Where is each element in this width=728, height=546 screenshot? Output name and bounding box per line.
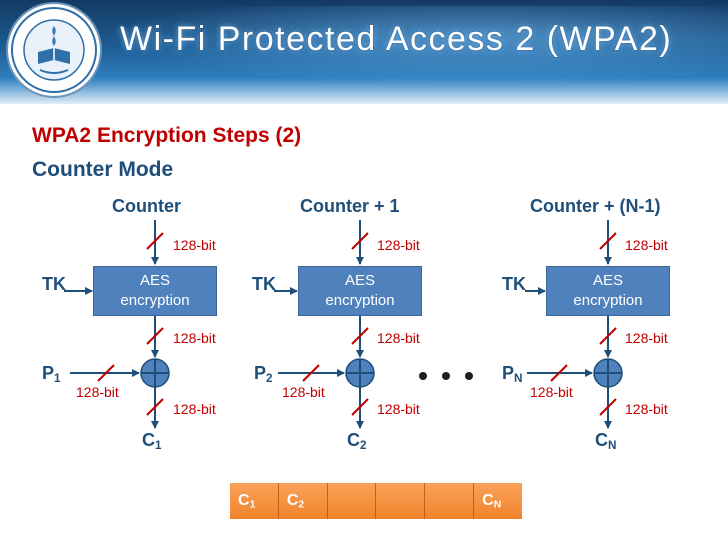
- counter-label: Counter: [112, 196, 181, 216]
- cell-letter: C: [482, 492, 494, 509]
- bit-slash: [146, 398, 164, 416]
- cell-letter: C: [286, 492, 299, 509]
- ellipsis-dots-icon: [419, 372, 473, 380]
- aes-line2: encryption: [120, 292, 190, 309]
- bit-label: 128-bit: [76, 384, 119, 400]
- cell-index: 1: [249, 499, 256, 511]
- bit-slash: [351, 232, 369, 250]
- counter-label: Counter + 1: [300, 196, 400, 216]
- ciphertext-cell: [425, 483, 475, 519]
- ctr-block-1: [64, 220, 170, 429]
- ciphertext-index: 2: [360, 438, 367, 452]
- bit-slash: [351, 398, 369, 416]
- plaintext-label: PN: [502, 363, 522, 385]
- ciphertext-cell: [376, 483, 426, 519]
- ciphertext-index: N: [608, 438, 617, 452]
- bit-slash: [97, 364, 115, 382]
- ciphertext-label: C1: [142, 430, 162, 452]
- cell-index: N: [493, 499, 502, 511]
- plaintext-index: 1: [54, 371, 61, 385]
- ctr-block-n: [525, 220, 623, 429]
- bit-label: 128-bit: [625, 401, 668, 417]
- university-seal-logo: [6, 2, 102, 98]
- ciphertext-cell: CN: [474, 483, 522, 519]
- bit-slash: [599, 327, 617, 345]
- aes-line1: AES: [139, 272, 170, 289]
- bit-slash: [146, 327, 164, 345]
- title-banner: Wi-Fi Protected Access 2 (WPA2): [0, 0, 728, 104]
- plaintext-letter: P: [502, 363, 515, 383]
- ciphertext-index: 1: [155, 438, 162, 452]
- plaintext-letter: P: [254, 363, 267, 383]
- aes-line2: encryption: [325, 292, 395, 309]
- aes-box: AES encryption: [546, 266, 670, 316]
- ciphertext-label: CN: [595, 430, 616, 452]
- bit-slash: [146, 232, 164, 250]
- bit-label: 128-bit: [530, 384, 573, 400]
- plaintext-label: P2: [254, 363, 273, 385]
- aes-box: AES encryption: [298, 266, 422, 316]
- ciphertext-bar: C1 C2 CN: [230, 483, 522, 519]
- ciphertext-cell: C2: [278, 483, 328, 519]
- bit-label: 128-bit: [377, 330, 420, 346]
- aes-line2: encryption: [573, 292, 643, 309]
- bit-label: 128-bit: [282, 384, 325, 400]
- counter-label: Counter + (N-1): [530, 196, 661, 216]
- plaintext-index: N: [514, 371, 523, 385]
- bit-label: 128-bit: [173, 401, 216, 417]
- ciphertext-cell: C1: [230, 483, 279, 519]
- ciphertext-cell: [327, 483, 377, 519]
- plaintext-letter: P: [42, 363, 55, 383]
- aes-box: AES encryption: [93, 266, 217, 316]
- ciphertext-letter: C: [595, 430, 608, 450]
- slide-title: Wi-Fi Protected Access 2 (WPA2): [120, 20, 673, 58]
- bit-slash: [599, 232, 617, 250]
- aes-line1: AES: [344, 272, 375, 289]
- tk-label: TK: [252, 274, 276, 294]
- tk-label: TK: [502, 274, 526, 294]
- ciphertext-label: C2: [347, 430, 367, 452]
- bit-label: 128-bit: [377, 237, 420, 253]
- bit-slash: [550, 364, 568, 382]
- bit-label: 128-bit: [625, 237, 668, 253]
- section-heading: WPA2 Encryption Steps (2): [32, 124, 302, 147]
- bit-slash: [599, 398, 617, 416]
- bit-slash: [302, 364, 320, 382]
- cell-index: 2: [298, 499, 305, 511]
- cell-letter: C: [238, 492, 250, 509]
- section-subheading: Counter Mode: [32, 158, 174, 181]
- bit-label: 128-bit: [173, 237, 216, 253]
- bit-label: 128-bit: [377, 401, 420, 417]
- plaintext-label: P1: [42, 363, 61, 385]
- plaintext-index: 2: [266, 371, 273, 385]
- bit-label: 128-bit: [625, 330, 668, 346]
- bit-slash: [351, 327, 369, 345]
- bit-label: 128-bit: [173, 330, 216, 346]
- circle-plus-icon: [140, 358, 170, 388]
- circle-plus-icon: [593, 358, 623, 388]
- aes-line1: AES: [592, 272, 623, 289]
- ctr-block-2: [274, 220, 375, 429]
- circle-plus-icon: [345, 358, 375, 388]
- banner-glow: [100, 6, 728, 86]
- tk-label: TK: [42, 274, 66, 294]
- ciphertext-letter: C: [347, 430, 360, 450]
- ciphertext-letter: C: [142, 430, 155, 450]
